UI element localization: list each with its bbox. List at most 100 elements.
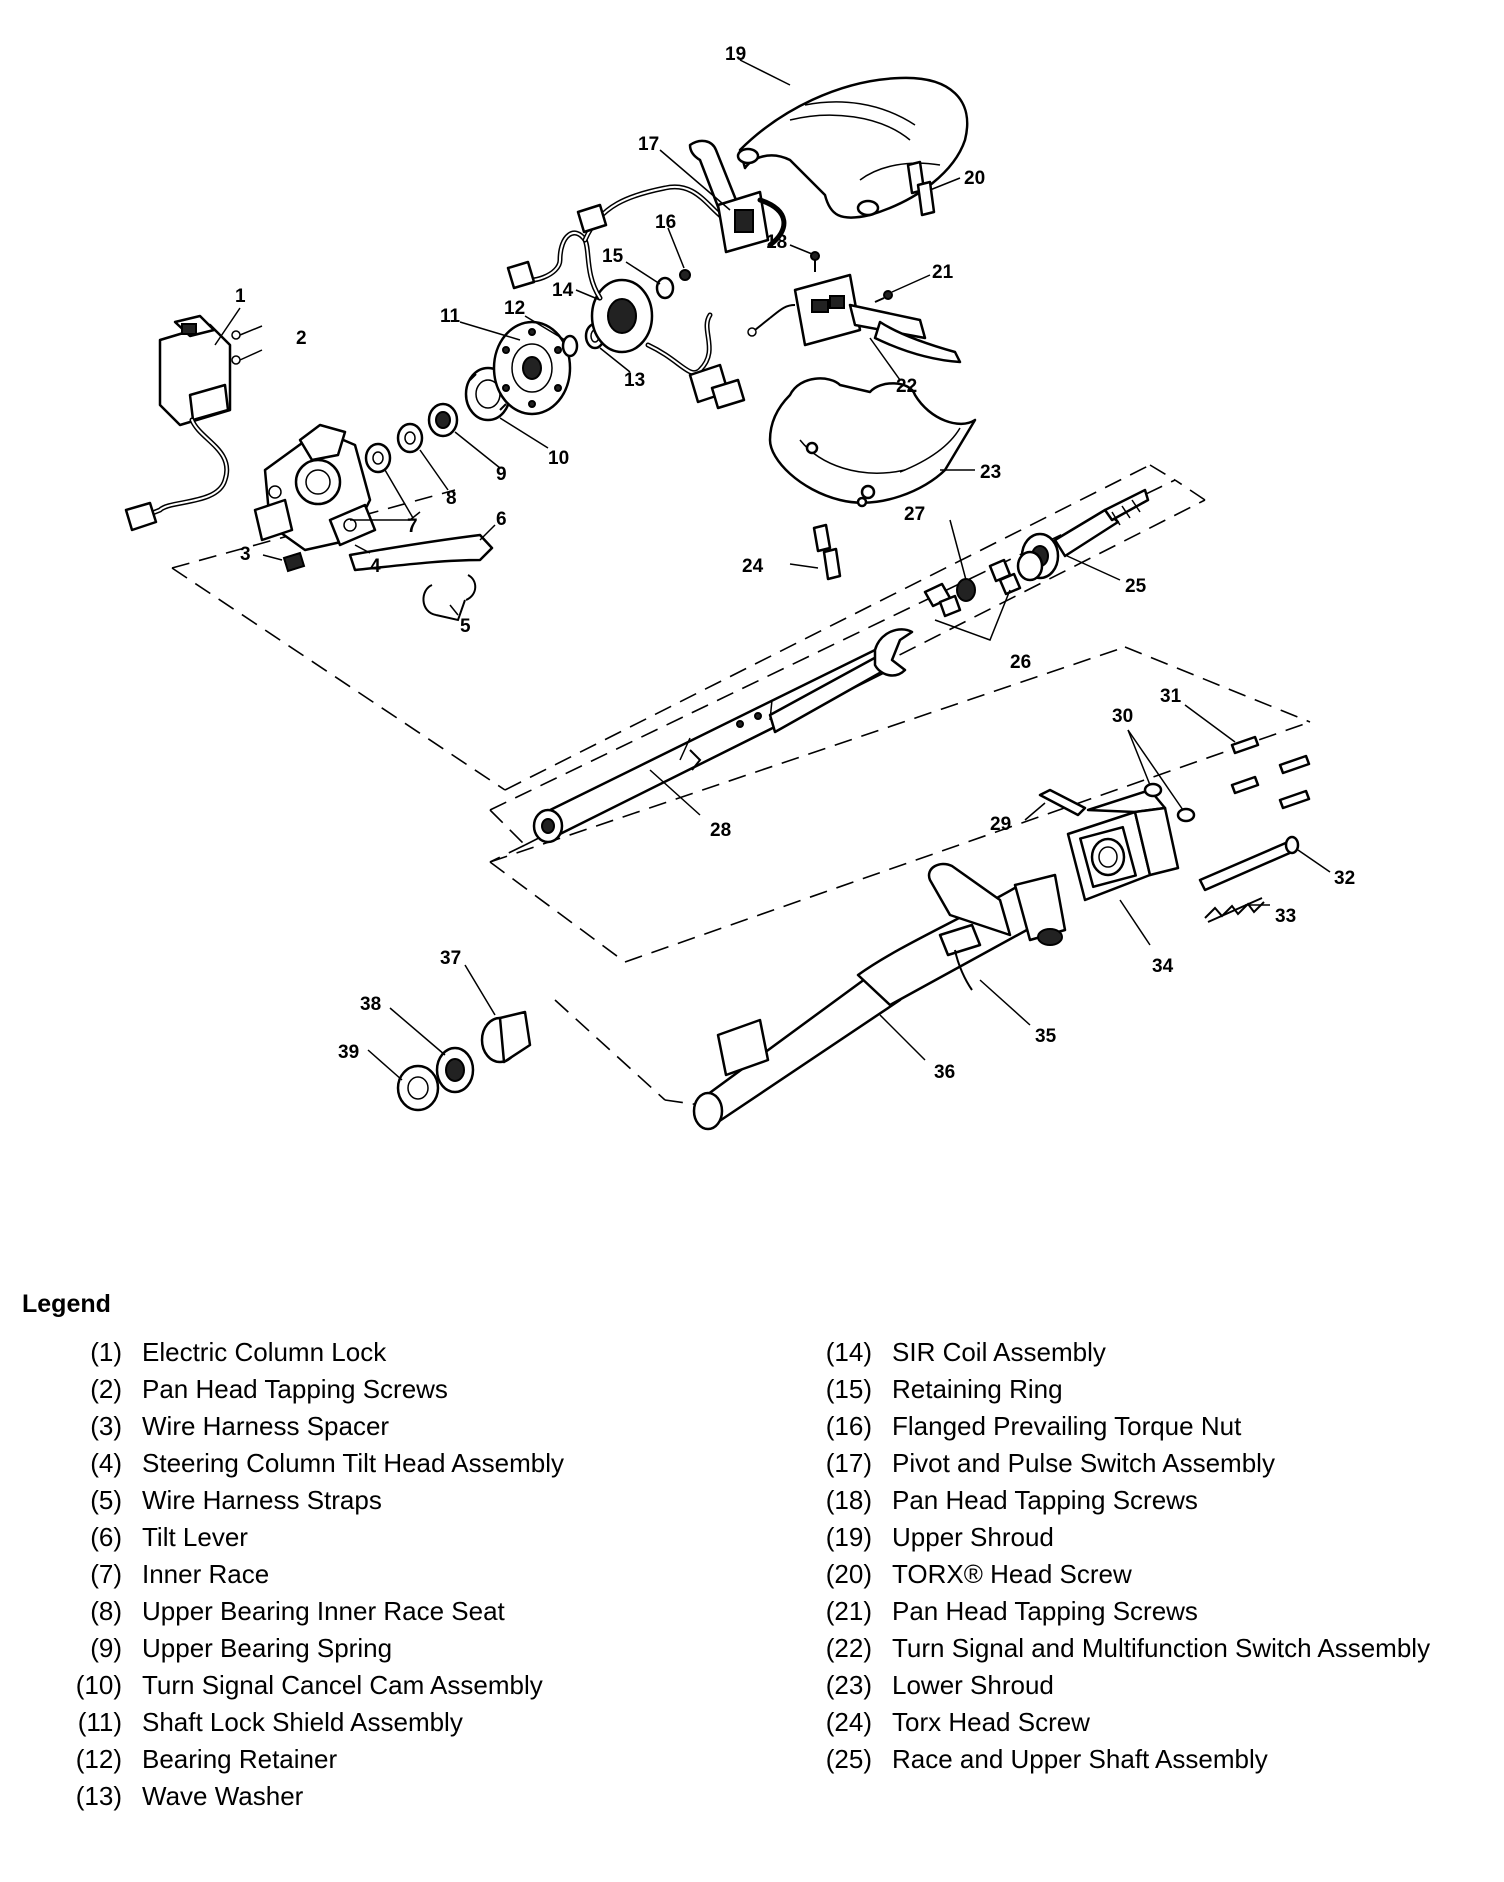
legend-item-number: (1) bbox=[90, 1337, 122, 1367]
legend-item-label: Tilt Lever bbox=[142, 1522, 248, 1552]
legend-item: (17) Pivot and Pulse Switch Assembly bbox=[810, 1448, 1500, 1479]
callout-37: 37 bbox=[440, 948, 461, 969]
legend-item: (11)Shaft Lock Shield Assembly bbox=[60, 1707, 760, 1738]
part-retaining-ring bbox=[655, 276, 675, 300]
callout-6: 6 bbox=[496, 509, 507, 530]
legend-item-number: (9) bbox=[90, 1633, 122, 1663]
legend-item-number: (17) bbox=[825, 1448, 872, 1478]
legend-item-label: Pivot and Pulse Switch Assembly bbox=[892, 1448, 1275, 1478]
callout-21: 21 bbox=[932, 262, 954, 283]
callout-2: 2 bbox=[296, 328, 307, 349]
callout-36: 36 bbox=[934, 1062, 955, 1083]
legend-item-label: Electric Column Lock bbox=[142, 1337, 387, 1367]
part-screws-31 bbox=[1230, 735, 1311, 810]
legend-item: (14) SIR Coil Assembly bbox=[810, 1337, 1500, 1368]
legend-item-label: SIR Coil Assembly bbox=[892, 1337, 1106, 1367]
callout-8: 8 bbox=[446, 488, 457, 509]
callout-labels: 1 2 3 4 5 6 7 8 9 10 11 12 13 14 15 16 1… bbox=[235, 44, 1355, 1083]
assembly-dashed-outlines bbox=[171, 464, 1311, 1106]
legend-item-number: (20) bbox=[825, 1559, 872, 1589]
legend-item-number: (12) bbox=[75, 1744, 122, 1774]
legend-item: (8)Upper Bearing Inner Race Seat bbox=[60, 1596, 760, 1627]
callout-11: 11 bbox=[440, 306, 461, 327]
callout-9: 9 bbox=[496, 464, 507, 485]
part-upper-bearing-spring bbox=[427, 402, 459, 438]
legend-item: (2)Pan Head Tapping Screws bbox=[60, 1374, 760, 1405]
part-pan-head-screws-18 bbox=[810, 251, 820, 272]
part-upper-bearing-inner-race-seat bbox=[396, 422, 424, 454]
legend-item-number: (22) bbox=[825, 1633, 872, 1663]
part-pan-head-screws-21 bbox=[874, 290, 893, 303]
callout-27: 27 bbox=[904, 504, 925, 525]
part-lower-shroud bbox=[768, 377, 977, 508]
exploded-view-diagram: 1 2 3 4 5 6 7 8 9 10 11 12 13 14 15 16 1… bbox=[124, 44, 1355, 1131]
legend-item-number: (21) bbox=[825, 1596, 872, 1626]
legend-item-number: (11) bbox=[77, 1707, 122, 1737]
callout-32: 32 bbox=[1334, 868, 1355, 889]
part-turn-signal-switch bbox=[747, 273, 962, 364]
callout-12: 12 bbox=[504, 298, 525, 319]
part-pivot-pulse-switch bbox=[688, 139, 787, 254]
legend-item-label: Turn Signal and Multifunction Switch Ass… bbox=[892, 1633, 1431, 1663]
legend-item-number: (16) bbox=[825, 1411, 872, 1441]
callout-3: 3 bbox=[240, 544, 251, 565]
callout-38: 38 bbox=[360, 994, 381, 1015]
part-steering-shaft-28 bbox=[532, 628, 914, 844]
legend-item-label: Flanged Prevailing Torque Nut bbox=[892, 1411, 1242, 1441]
legend-item-label: Turn Signal Cancel Cam Assembly bbox=[142, 1670, 543, 1700]
legend-item-number: (15) bbox=[825, 1374, 872, 1404]
legend-item: (25)Race and Upper Shaft Assembly bbox=[810, 1744, 1500, 1775]
legend-item-number: (13) bbox=[75, 1781, 122, 1811]
callout-1: 1 bbox=[235, 286, 246, 307]
legend-item-number: (18) bbox=[825, 1485, 872, 1515]
legend-item: (13)Wave Washer bbox=[60, 1781, 760, 1812]
legend-item-label: Lower Shroud bbox=[892, 1670, 1054, 1700]
part-27 bbox=[956, 578, 976, 602]
part-tilt-head-assembly bbox=[253, 423, 377, 552]
legend-item: (18)Pan Head Tapping Screws bbox=[810, 1485, 1500, 1516]
legend-item: (22) Turn Signal and Multifunction Switch… bbox=[810, 1633, 1500, 1664]
legend-item: (20) TORX® Head Screw bbox=[810, 1559, 1500, 1590]
legend-item: (10) Turn Signal Cancel Cam Assembly bbox=[60, 1670, 760, 1701]
part-nuts-30 bbox=[1143, 782, 1196, 823]
part-tilt-lever bbox=[348, 533, 494, 572]
legend-item: (1) Electric Column Lock bbox=[60, 1337, 760, 1368]
legend-item-number: (6) bbox=[90, 1522, 122, 1552]
legend-item-label: Wire Harness Spacer bbox=[142, 1411, 390, 1441]
callout-29: 29 bbox=[990, 814, 1011, 835]
legend-item: (21) Pan Head Tapping Screws bbox=[810, 1596, 1500, 1627]
callout-20: 20 bbox=[964, 168, 985, 189]
legend-item-label: Wire Harness Straps bbox=[142, 1485, 382, 1515]
part-wire-harness-spacer bbox=[282, 551, 306, 573]
part-race-upper-shaft bbox=[1016, 488, 1150, 582]
part-electric-column-lock bbox=[124, 314, 263, 532]
legend-item-label: Pan Head Tapping Screws bbox=[892, 1596, 1198, 1626]
callout-14: 14 bbox=[552, 280, 574, 301]
legend-item-number: (10) bbox=[75, 1670, 122, 1700]
callout-34: 34 bbox=[1152, 956, 1174, 977]
part-shaft-lock-shield bbox=[492, 320, 572, 416]
callout-28: 28 bbox=[710, 820, 731, 841]
legend-item: (4)Steering Column Tilt Head Assembly bbox=[60, 1448, 760, 1479]
legend-item-number: (14) bbox=[825, 1337, 872, 1367]
callout-5: 5 bbox=[460, 616, 471, 637]
part-torx-head-screw-24 bbox=[812, 523, 842, 581]
legend-item: (24) Torx Head Screw bbox=[810, 1707, 1500, 1738]
legend-item: (12)Bearing Retainer bbox=[60, 1744, 760, 1775]
part-screw-29 bbox=[1038, 788, 1087, 817]
callout-39: 39 bbox=[338, 1042, 359, 1063]
legend-item-number: (25) bbox=[825, 1744, 872, 1774]
callout-10: 10 bbox=[548, 448, 569, 469]
legend-column-left: (1) Electric Column Lock (2)Pan Head Tappi… bbox=[60, 1337, 760, 1818]
part-screw-32 bbox=[1198, 835, 1300, 892]
callout-35: 35 bbox=[1035, 1026, 1057, 1047]
callout-30: 30 bbox=[1112, 706, 1133, 727]
legend-item: (16) Flanged Prevailing Torque Nut bbox=[810, 1411, 1500, 1442]
legend-item-label: TORX® Head Screw bbox=[892, 1559, 1132, 1589]
legend-item-number: (24) bbox=[825, 1707, 872, 1737]
callout-18: 18 bbox=[766, 232, 787, 253]
legend-item-number: (8) bbox=[90, 1596, 122, 1626]
legend-item: (3)Wire Harness Spacer bbox=[60, 1411, 760, 1442]
legend-item-label: Torx Head Screw bbox=[892, 1707, 1090, 1737]
